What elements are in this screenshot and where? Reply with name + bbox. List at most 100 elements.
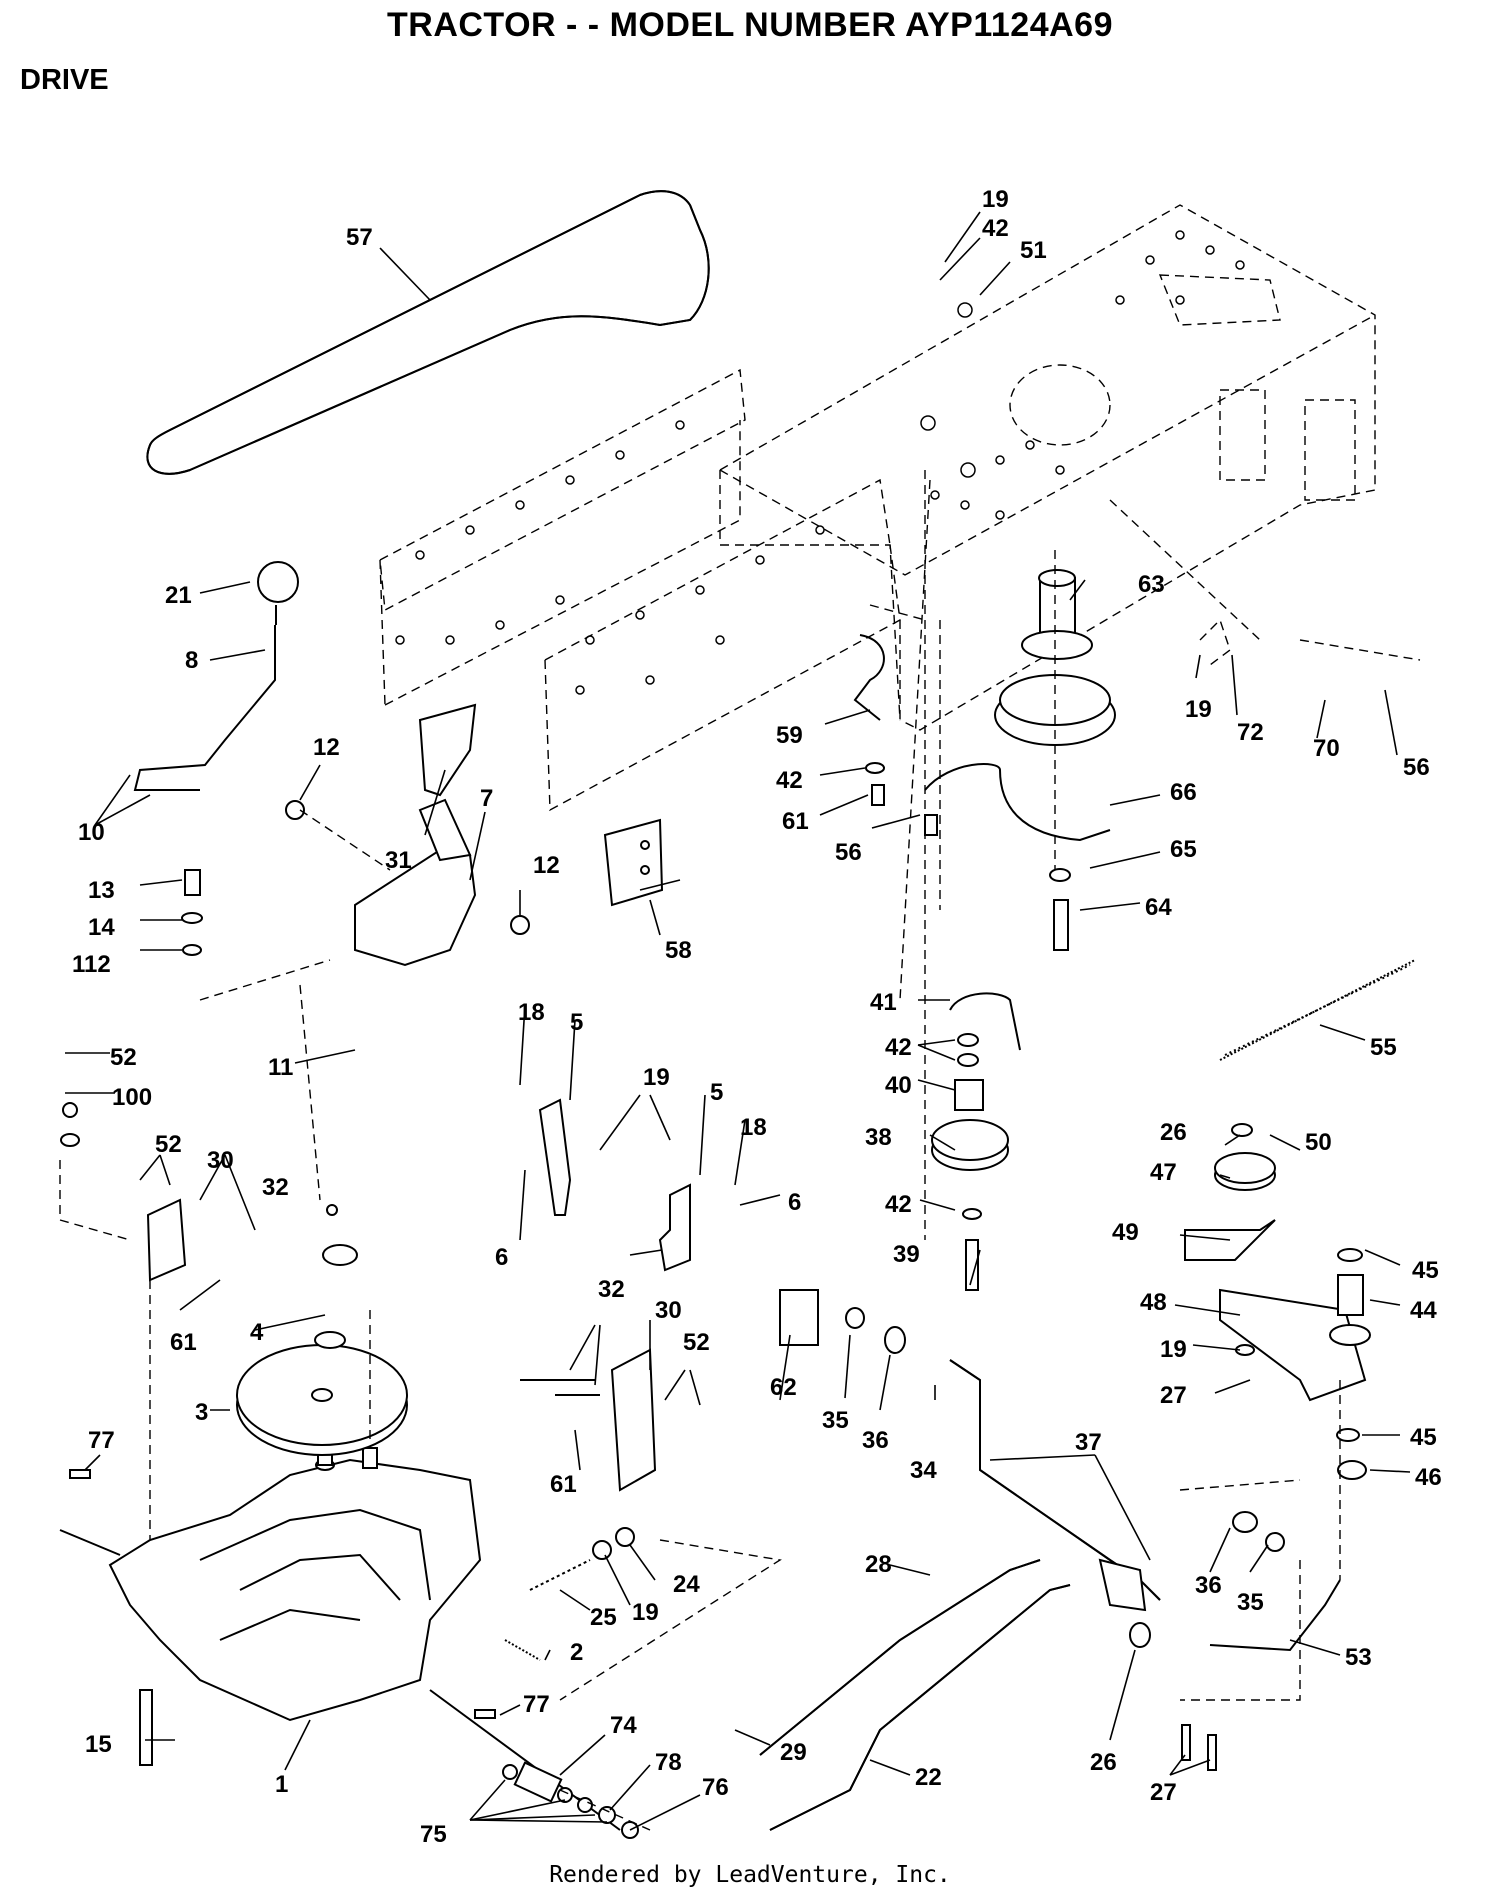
section-title: DRIVE xyxy=(20,64,109,96)
callout-1: 1 xyxy=(275,1771,288,1798)
callout-30: 30 xyxy=(655,1297,682,1324)
callout-29: 29 xyxy=(780,1739,807,1766)
callout-78: 78 xyxy=(655,1749,682,1776)
callout-8: 8 xyxy=(185,647,198,674)
callout-labels: 57 19 42 51 21 8 63 19 72 70 56 59 42 61… xyxy=(72,186,1442,1848)
callout-61: 61 xyxy=(782,808,809,835)
callout-59: 59 xyxy=(776,722,803,749)
callout-31: 31 xyxy=(385,847,412,874)
center-pulley-stack xyxy=(853,569,1116,1291)
callout-26: 26 xyxy=(1160,1119,1187,1146)
callout-35: 35 xyxy=(822,1407,849,1434)
callout-19: 19 xyxy=(1160,1336,1187,1363)
drive-belt xyxy=(146,190,710,475)
callout-58: 58 xyxy=(665,937,692,964)
frame-outline xyxy=(379,204,1376,812)
callout-4: 4 xyxy=(250,1319,264,1346)
construction-lines xyxy=(59,470,1421,1831)
callout-56: 56 xyxy=(835,839,862,866)
transmission xyxy=(59,1439,621,1831)
callout-74: 74 xyxy=(610,1712,637,1739)
callout-7: 7 xyxy=(480,785,493,812)
callout-15: 15 xyxy=(85,1731,112,1758)
leader-lines xyxy=(65,211,1411,1831)
callout-62: 62 xyxy=(770,1374,797,1401)
callout-47: 47 xyxy=(1150,1159,1177,1186)
callout-61: 61 xyxy=(550,1471,577,1498)
callout-19: 19 xyxy=(1185,696,1212,723)
callout-5: 5 xyxy=(570,1009,583,1036)
callout-48: 48 xyxy=(1140,1289,1167,1316)
tension-spring xyxy=(1219,959,1416,1061)
callout-46: 46 xyxy=(1415,1464,1442,1491)
frame-holes xyxy=(395,230,1245,695)
callout-2: 2 xyxy=(570,1639,583,1666)
page-title: TRACTOR - - MODEL NUMBER AYP1124A69 xyxy=(387,6,1113,44)
callout-63: 63 xyxy=(1138,571,1165,598)
callout-37: 37 xyxy=(1075,1429,1102,1456)
callout-53: 53 xyxy=(1345,1644,1372,1671)
shift-bracket xyxy=(181,798,530,967)
callout-18: 18 xyxy=(740,1114,767,1141)
callout-70: 70 xyxy=(1313,735,1340,762)
callout-11: 11 xyxy=(268,1054,293,1081)
callout-112: 112 xyxy=(72,951,111,978)
callout-44: 44 xyxy=(1410,1297,1437,1324)
callout-10: 10 xyxy=(78,819,105,846)
callout-75: 75 xyxy=(420,1821,447,1848)
callout-3: 3 xyxy=(195,1399,208,1426)
callout-39: 39 xyxy=(893,1241,920,1268)
callout-14: 14 xyxy=(88,914,115,941)
callout-76: 76 xyxy=(702,1774,729,1801)
callout-30: 30 xyxy=(207,1147,234,1174)
callout-36: 36 xyxy=(1195,1572,1222,1599)
callout-27: 27 xyxy=(1150,1779,1177,1806)
transmission-pulley xyxy=(236,1331,408,1456)
callout-40: 40 xyxy=(885,1072,912,1099)
callout-77: 77 xyxy=(88,1427,115,1454)
callout-52: 52 xyxy=(155,1131,182,1158)
callout-65: 65 xyxy=(1170,836,1197,863)
callout-42: 42 xyxy=(885,1034,912,1061)
callout-12: 12 xyxy=(313,734,340,761)
callout-32: 32 xyxy=(262,1174,289,1201)
callout-51: 51 xyxy=(1020,237,1047,264)
callout-45: 45 xyxy=(1410,1424,1437,1451)
callout-57: 57 xyxy=(346,224,373,251)
callout-12: 12 xyxy=(533,852,560,879)
callout-6: 6 xyxy=(788,1189,801,1216)
springs-and-hardware xyxy=(60,1102,1217,1839)
brackets xyxy=(146,1198,657,1492)
callout-19: 19 xyxy=(982,186,1009,213)
callout-45: 45 xyxy=(1412,1257,1439,1284)
callout-66: 66 xyxy=(1170,779,1197,806)
callout-25: 25 xyxy=(590,1604,617,1631)
callout-64: 64 xyxy=(1145,894,1172,921)
callout-22: 22 xyxy=(915,1764,942,1791)
callout-52: 52 xyxy=(683,1329,710,1356)
callout-50: 50 xyxy=(1305,1129,1332,1156)
callout-5: 5 xyxy=(710,1079,723,1106)
callout-42: 42 xyxy=(982,215,1009,242)
callout-27: 27 xyxy=(1160,1382,1187,1409)
callout-19: 19 xyxy=(632,1599,659,1626)
callout-55: 55 xyxy=(1370,1034,1397,1061)
idler-arms xyxy=(538,1098,691,1272)
callout-36: 36 xyxy=(862,1427,889,1454)
callout-42: 42 xyxy=(776,767,803,794)
callout-38: 38 xyxy=(865,1124,892,1151)
shift-lever xyxy=(133,561,299,791)
footer-credit: Rendered by LeadVenture, Inc. xyxy=(549,1862,951,1888)
callout-100: 100 xyxy=(112,1084,152,1111)
callout-41: 41 xyxy=(870,989,897,1016)
callout-6: 6 xyxy=(495,1244,508,1271)
callout-18: 18 xyxy=(518,999,545,1026)
callout-56: 56 xyxy=(1403,754,1430,781)
plates xyxy=(418,703,664,907)
callout-61: 61 xyxy=(170,1329,197,1356)
callout-32: 32 xyxy=(598,1276,625,1303)
callout-72: 72 xyxy=(1237,719,1264,746)
linkage-rods xyxy=(759,1289,1341,1831)
callout-35: 35 xyxy=(1237,1589,1264,1616)
callout-24: 24 xyxy=(673,1571,700,1598)
